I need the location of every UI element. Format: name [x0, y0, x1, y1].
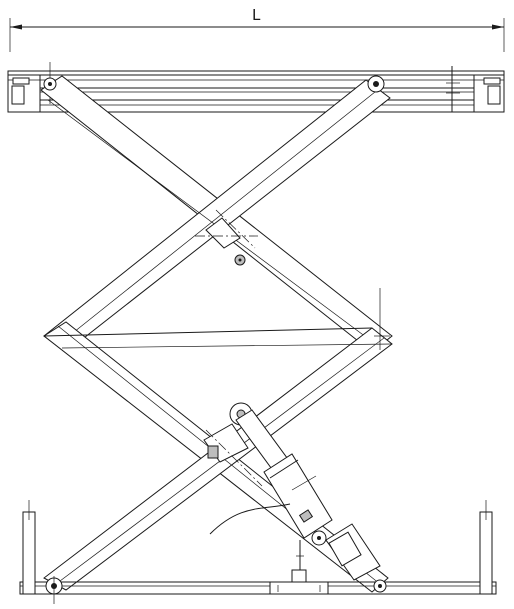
height-marker	[374, 288, 390, 350]
hydraulic-cylinder	[209, 409, 381, 581]
top-pivots	[43, 75, 385, 93]
width-dimension-label: L	[252, 6, 261, 24]
width-dimension: L	[9, 6, 505, 52]
scissor-arms	[40, 75, 393, 593]
top-platform	[7, 62, 505, 113]
upper-center-pivot	[195, 209, 258, 266]
base-frame	[19, 500, 497, 604]
